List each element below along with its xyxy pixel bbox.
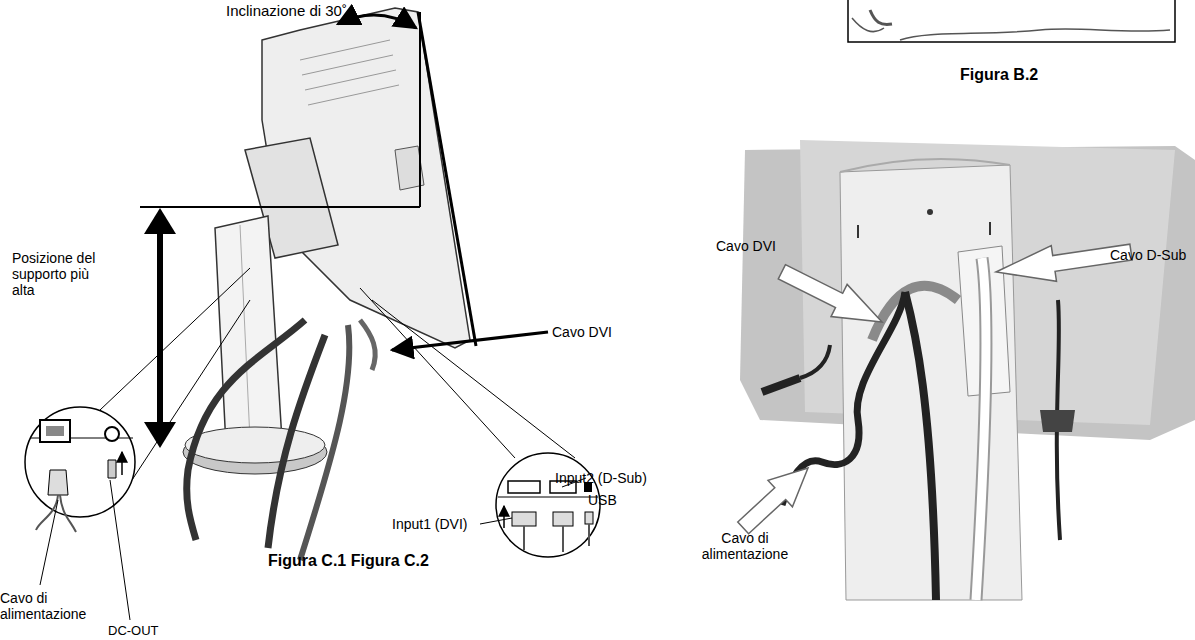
part-label: Figura B.2 [960,66,1080,84]
part-label: Input1 (DVI) [392,516,502,532]
leader-line [110,480,130,620]
height-arrow [157,228,163,428]
part-label: Figura C.1 Figura C.2 [268,552,488,570]
height-arrow-head [144,208,176,234]
stand-neck [840,165,1022,600]
cable [300,325,349,560]
power-socket-pins [46,426,64,436]
dsub-plug [553,512,573,526]
height-arrow-head [144,422,176,448]
cable [524,524,589,552]
inset-circle [25,407,135,517]
dc-out-port [105,427,119,441]
callout-arrow-shape [774,256,890,338]
part-label: Cavo DVI [552,324,652,340]
insert-arrow [121,452,123,475]
leader-arrow [392,332,548,350]
callout-arrow [731,455,820,541]
part-label: Inclinazione di 30˚ [226,2,426,19]
dimension-line [419,12,421,207]
leader-line [132,300,250,480]
inset-circle [496,453,600,557]
leader-line [360,288,515,458]
tilt-arrow [338,15,416,28]
screen-edge [418,12,476,346]
leader-line [100,268,250,410]
cable-line [870,10,892,24]
power-plug [48,470,68,495]
power-plug [762,378,800,392]
dimension-line [140,206,420,208]
slot-mark [989,222,991,235]
connector [1040,410,1075,432]
part-label: Input2 (D-Sub) [555,470,685,486]
figure-frame [848,0,1175,42]
power-socket [40,420,70,442]
cable [36,495,76,532]
part-label: Cavo D-Sub [1110,247,1195,263]
dc-plug [108,460,116,478]
panel-edge [498,497,598,498]
part-label: Cavo di alimentazione [690,530,800,562]
cable-line [852,18,1170,40]
stand-top [840,159,1010,172]
screw-hole [927,209,933,215]
leader-line [40,500,58,585]
part-label: Cavo DVI [716,238,816,254]
callout-arrow-shape [731,455,820,541]
leader-line [480,518,512,524]
stand-neck [215,216,282,446]
part-label: DC-OUT [108,624,188,639]
part-label: Cavo di alimentazione [0,590,95,622]
stand-base-top [185,427,325,463]
leader-line [372,300,575,458]
stand-edge [240,225,250,440]
usb-plug [585,512,593,524]
dvi-plug [512,512,536,526]
callout-arrow [774,256,890,338]
slot-mark [857,225,859,238]
dvi-cable [905,292,936,600]
part-label: USB [588,492,648,508]
dsub-cable [976,258,986,600]
cable [360,320,375,370]
cable [187,320,305,540]
part-label: Posizione del supporto più alta [12,250,100,298]
vent-lines [300,40,399,105]
insert-arrow [503,506,505,528]
power-cable [800,345,830,378]
dvi-port [508,481,540,493]
dsub-cable [976,258,986,600]
